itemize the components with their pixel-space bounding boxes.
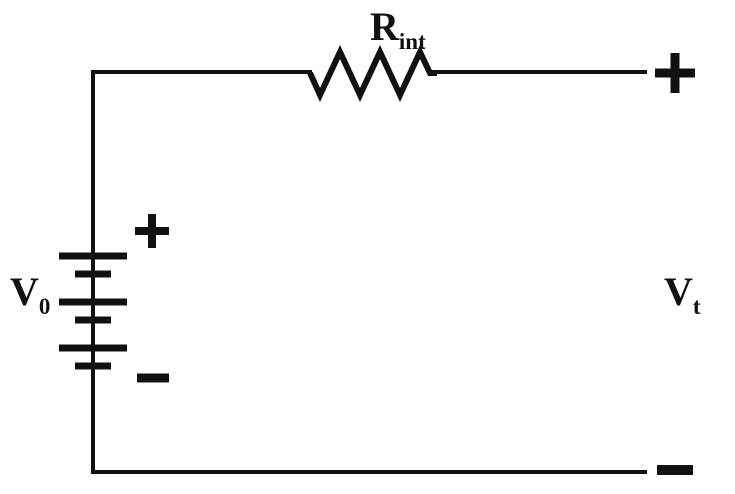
- label-source-voltage-subscript: 0: [39, 294, 51, 319]
- label-source-voltage-symbol: V: [10, 269, 39, 314]
- label-terminal-voltage-symbol: V: [664, 269, 693, 314]
- label-internal-resistance-subscript: int: [399, 29, 426, 54]
- polarity-marks: [135, 53, 695, 475]
- label-terminal-voltage: Vt: [664, 269, 701, 319]
- battery-positive-sign: [135, 214, 169, 248]
- label-internal-resistance-symbol: R: [370, 4, 400, 49]
- sign-bar-horizontal-icon: [657, 465, 693, 475]
- sign-bar-vertical-icon: [148, 214, 156, 248]
- label-internal-resistance: Rint: [370, 4, 426, 54]
- resistor-symbol: [307, 44, 437, 103]
- battery-negative-sign: [137, 373, 169, 383]
- sign-bar-horizontal-icon: [137, 373, 169, 383]
- terminal-positive-sign: [655, 53, 695, 93]
- label-source-voltage: V0: [10, 269, 50, 319]
- battery-symbol: [59, 252, 127, 370]
- sign-bar-vertical-icon: [670, 53, 680, 93]
- label-terminal-voltage-subscript: t: [693, 294, 701, 319]
- terminal-negative-sign: [657, 465, 693, 475]
